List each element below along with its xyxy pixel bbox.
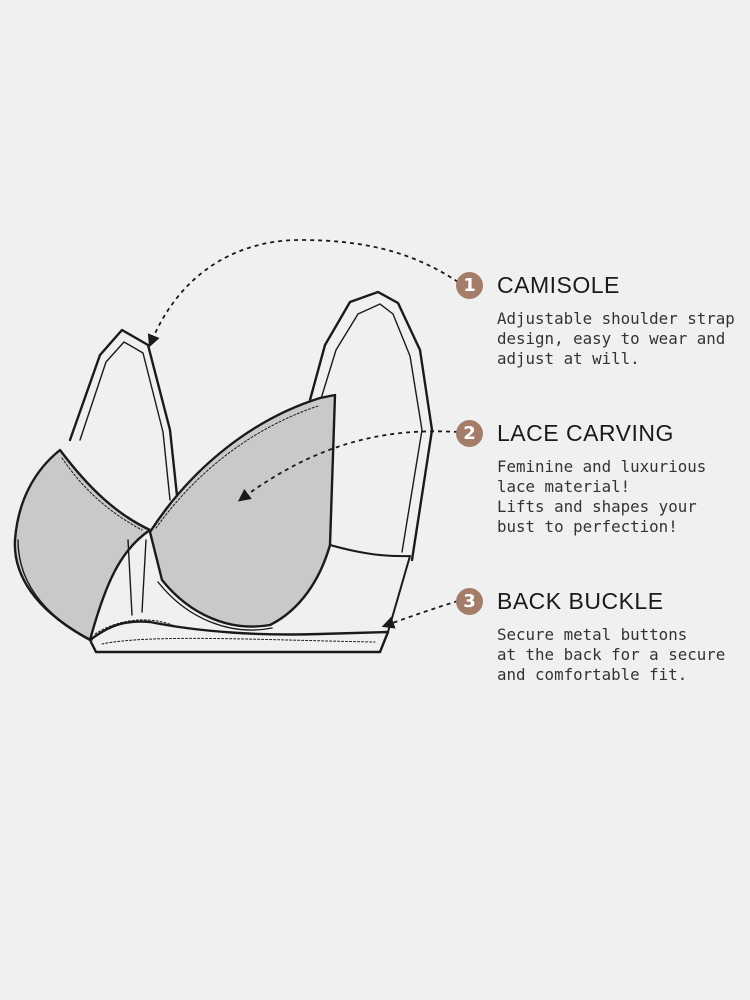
- feature-title: LACE CARVING: [497, 419, 674, 446]
- feature-description: Secure metal buttons at the back for a s…: [497, 625, 746, 685]
- description-line: at the back for a secure: [497, 645, 726, 664]
- number-badge: 2: [456, 419, 483, 447]
- feature-back-buckle: 3 BACK BUCKLE Secure metal buttons at th…: [456, 586, 746, 685]
- description-line: Secure metal buttons: [497, 625, 688, 644]
- feature-camisole: 1 CAMISOLE Adjustable shoulder strap des…: [456, 270, 746, 369]
- camisole-arrow: [147, 239, 459, 348]
- side-wing: [329, 544, 411, 633]
- right-cup: [148, 393, 337, 628]
- feature-description: Feminine and luxurious lace material! Li…: [497, 457, 746, 537]
- left-cup: [13, 448, 152, 642]
- feature-lace-carving: 2 LACE CARVING Feminine and luxurious la…: [456, 418, 746, 537]
- description-line: and comfortable fit.: [497, 665, 688, 684]
- right-shoulder-strap: [308, 290, 434, 562]
- number-badge: 1: [456, 271, 483, 299]
- description-line: design, easy to wear and: [497, 329, 726, 348]
- description-line: Lifts and shapes your: [497, 497, 697, 516]
- lace-carving-arrow: [237, 430, 459, 502]
- feature-title: BACK BUCKLE: [497, 587, 664, 614]
- description-line: adjust at will.: [497, 349, 640, 368]
- feature-header: 2 LACE CARVING: [456, 418, 746, 448]
- feature-description: Adjustable shoulder strap design, easy t…: [497, 309, 746, 369]
- center-gore: [127, 539, 147, 616]
- underband: [88, 620, 390, 654]
- feature-header: 1 CAMISOLE: [456, 270, 746, 300]
- left-shoulder-strap: [68, 328, 180, 507]
- bra-drawing: [13, 290, 434, 654]
- number-badge: 3: [456, 587, 483, 615]
- description-line: Adjustable shoulder strap: [497, 309, 735, 328]
- description-line: lace material!: [497, 477, 631, 496]
- description-line: bust to perfection!: [497, 517, 678, 536]
- description-line: Feminine and luxurious: [497, 457, 707, 476]
- feature-title: CAMISOLE: [497, 271, 620, 298]
- feature-header: 3 BACK BUCKLE: [456, 586, 746, 616]
